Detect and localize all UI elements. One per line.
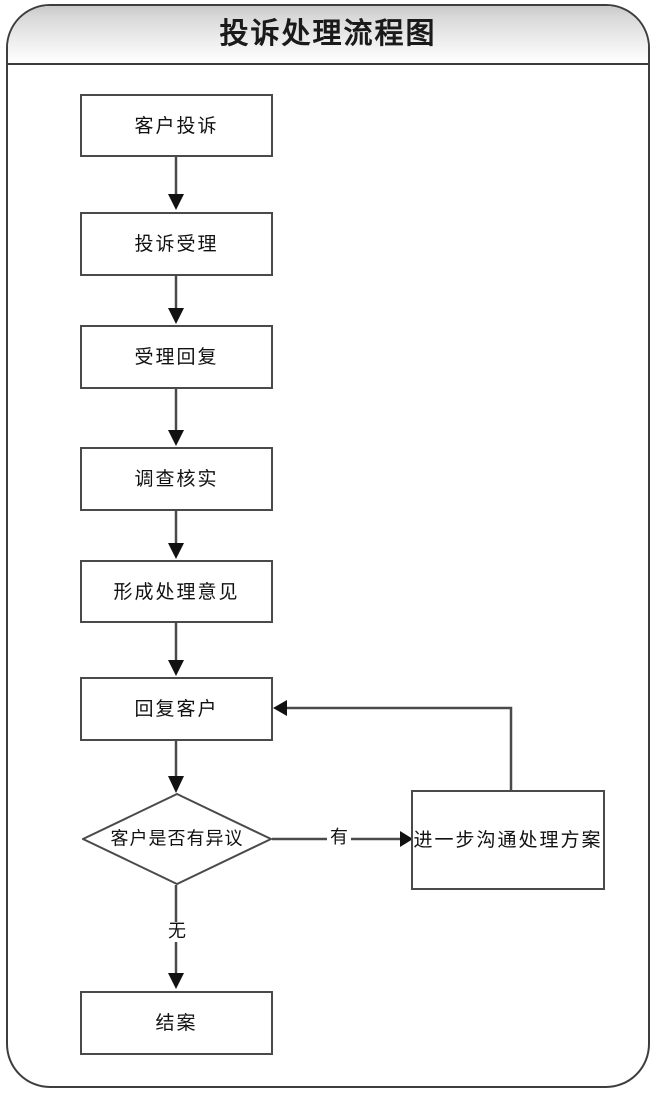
arrowhead-n5-n6 — [168, 660, 184, 676]
flow-node-investigate-verify[interactable]: 调查核实 — [80, 447, 273, 511]
edge-label-no: 无 — [165, 922, 189, 942]
flow-node-case-closed[interactable]: 结案 — [80, 991, 273, 1055]
flow-node-label: 回复客户 — [134, 698, 219, 720]
arrowhead-d1-n7 — [400, 831, 413, 847]
flow-node-label: 调查核实 — [134, 468, 219, 490]
flow-node-reply-customer[interactable]: 回复客户 — [80, 677, 273, 741]
arrowhead-n1-n2 — [168, 194, 184, 210]
flow-node-acceptance-reply[interactable]: 受理回复 — [80, 325, 273, 389]
edge-label-yes: 有 — [327, 828, 351, 848]
arrowhead-n6-d1 — [168, 776, 184, 793]
flow-node-complaint-acceptance[interactable]: 投诉受理 — [80, 212, 273, 276]
flow-node-label: 进一步沟通处理方案 — [413, 829, 603, 851]
flow-node-customer-complaint[interactable]: 客户投诉 — [80, 94, 273, 157]
panel-header: 投诉处理流程图 — [8, 6, 648, 65]
arrowhead-n7-n6 — [273, 700, 287, 716]
arrowhead-n3-n4 — [168, 430, 184, 446]
flow-node-label: 客户投诉 — [134, 114, 219, 137]
arrowhead-d1-n8 — [168, 973, 184, 989]
diamond-shape — [82, 793, 272, 885]
flowchart-panel: 投诉处理流程图 — [6, 4, 650, 1088]
flow-node-further-communication-plan[interactable]: 进一步沟通处理方案 — [411, 790, 605, 890]
flow-node-label: 形成处理意见 — [113, 580, 240, 603]
flow-node-label: 结案 — [155, 1012, 198, 1034]
flow-node-customer-objection-decision[interactable]: 客户是否有异议 — [82, 793, 272, 885]
flow-node-form-handling-opinion[interactable]: 形成处理意见 — [80, 560, 273, 623]
page-title: 投诉处理流程图 — [219, 16, 437, 50]
flow-node-label: 投诉受理 — [134, 233, 219, 255]
flow-node-label: 客户是否有异议 — [110, 828, 244, 850]
edge-n7-n6-loopback — [285, 706, 513, 790]
arrowhead-n2-n3 — [168, 308, 184, 324]
arrowhead-n4-n5 — [168, 543, 184, 559]
flow-node-label: 受理回复 — [134, 346, 219, 368]
